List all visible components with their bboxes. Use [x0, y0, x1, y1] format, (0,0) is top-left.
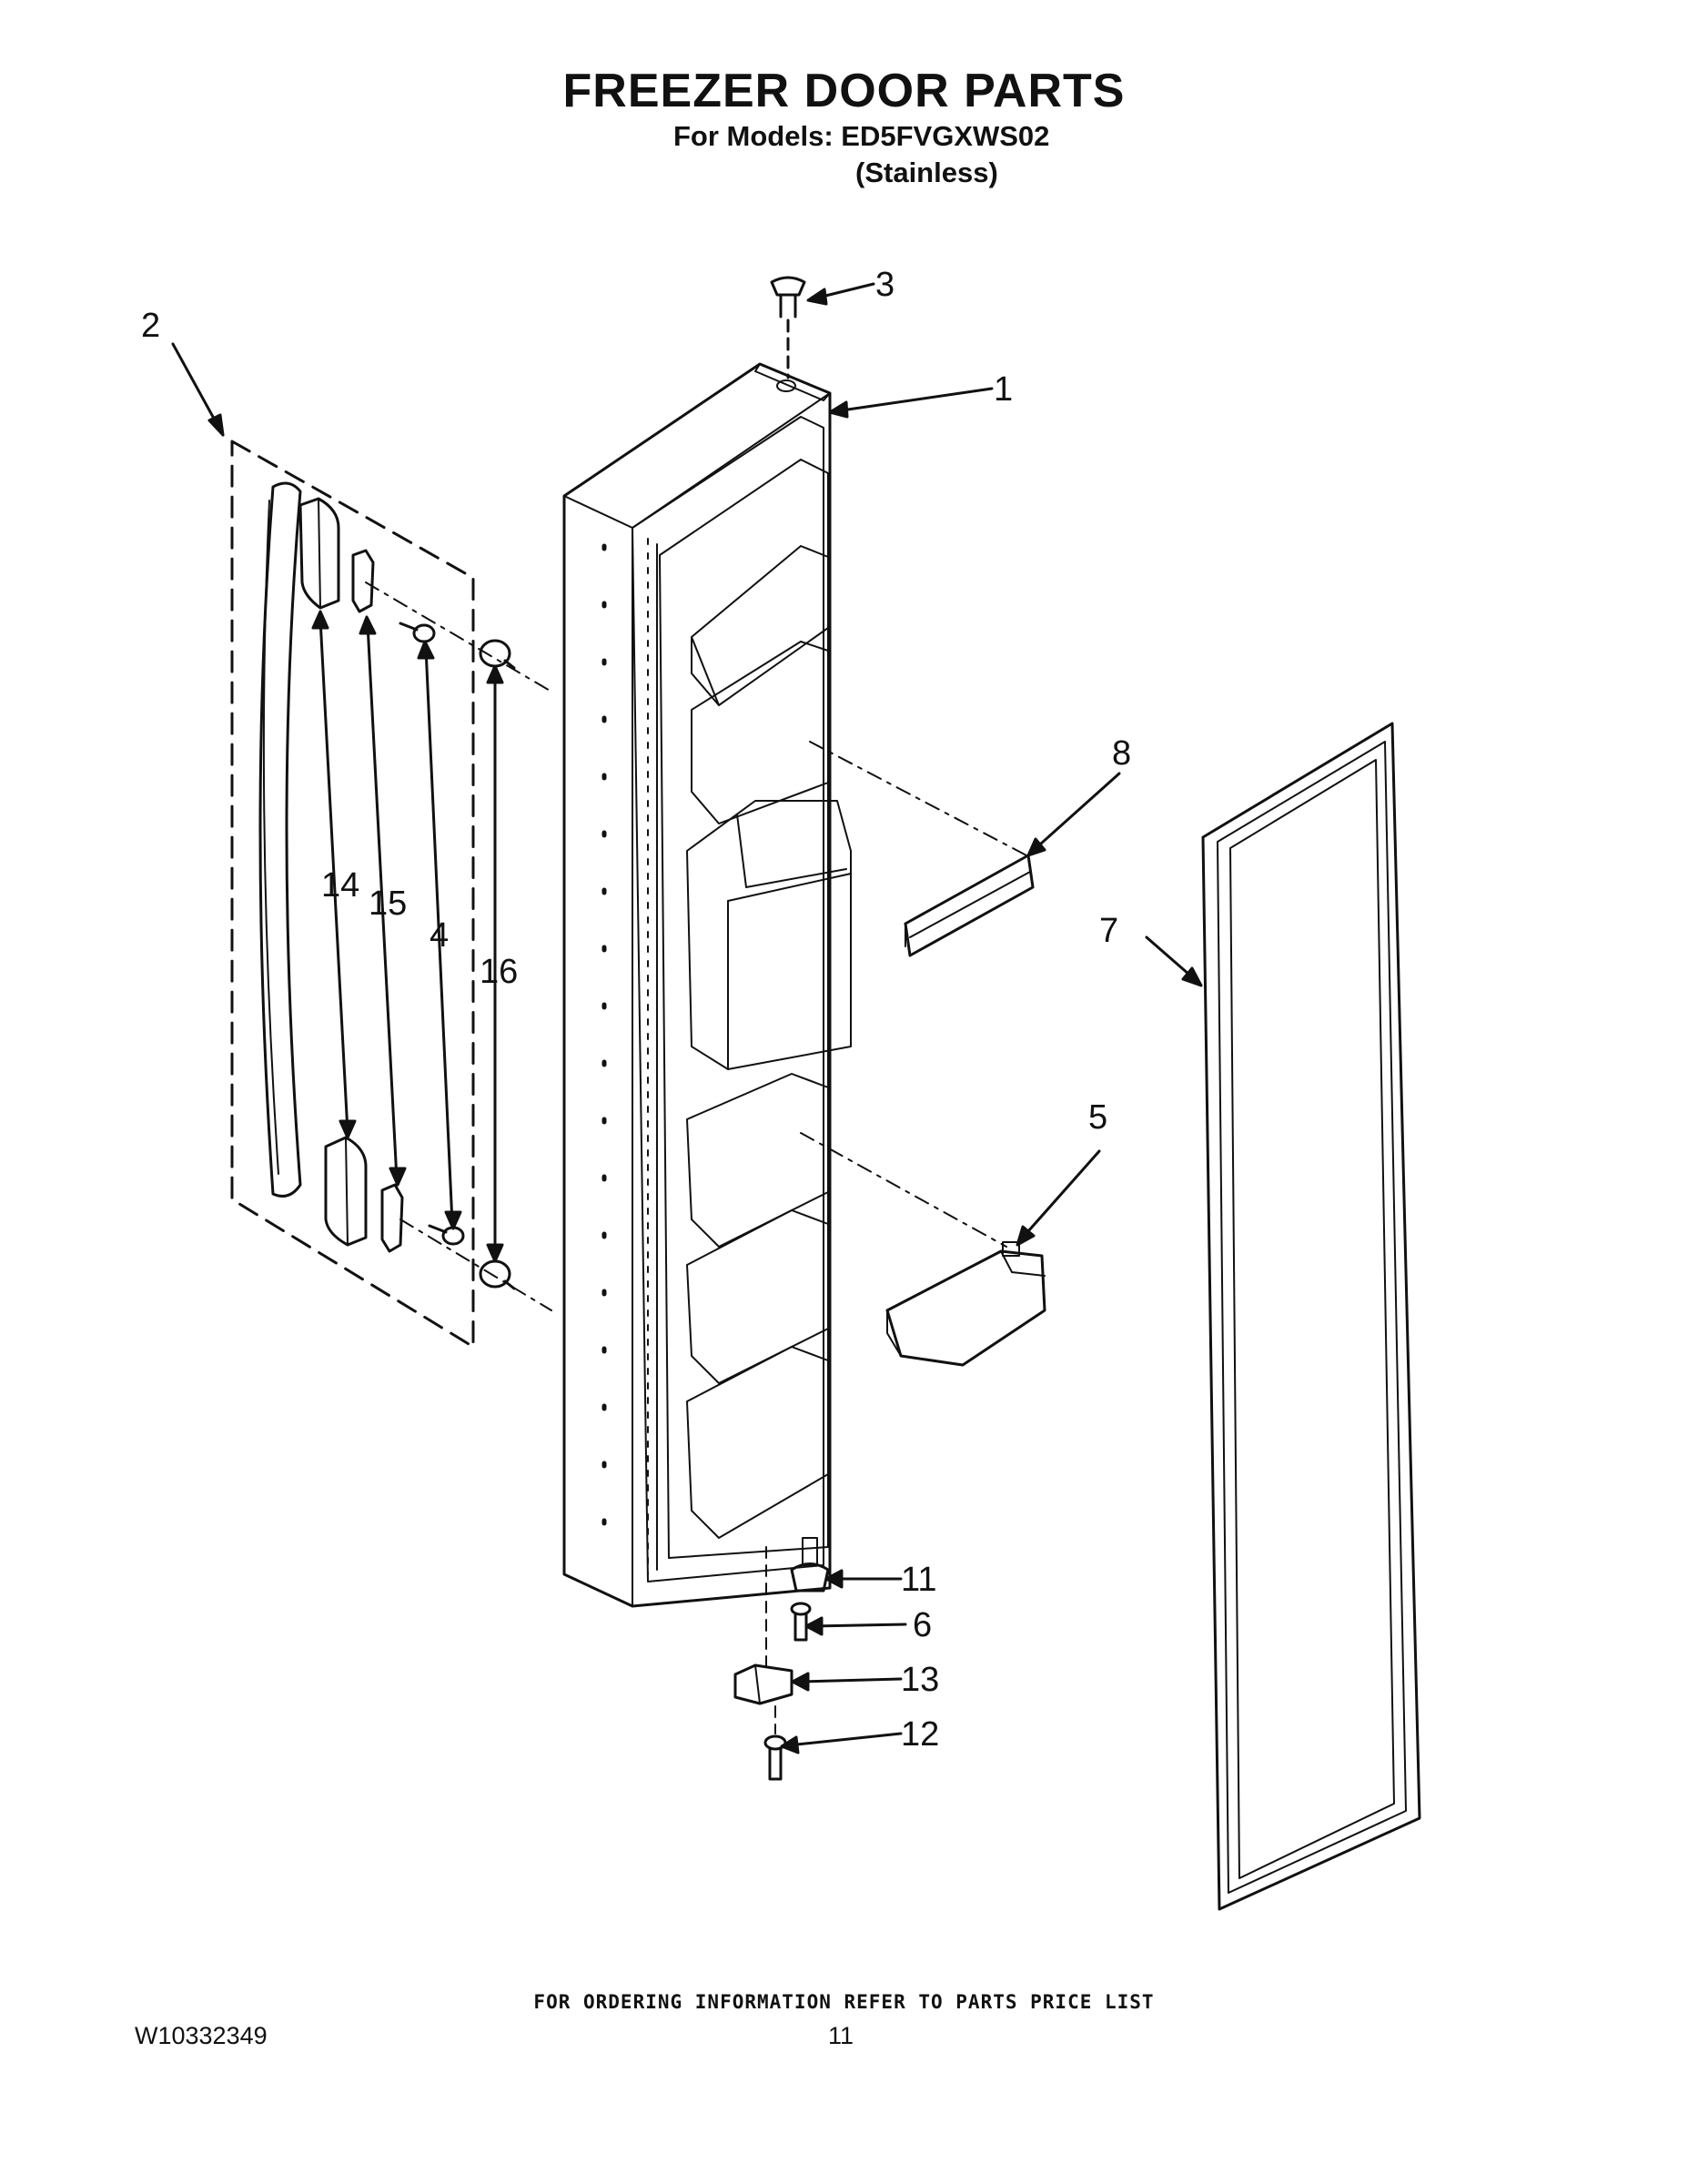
models-line: For Models: ED5FVGXWS02 — [673, 120, 1050, 152]
upper-mounting-stud — [479, 639, 516, 670]
door-shelf-2 — [691, 641, 829, 824]
hinge-bracket-screw — [763, 1734, 787, 1781]
callout-14: 14 — [321, 866, 359, 905]
door-shelf-3 — [686, 1073, 829, 1248]
freezer-door — [562, 362, 852, 1608]
dispenser-housing — [686, 800, 852, 1070]
door-shelf-4 — [686, 1209, 829, 1384]
door-bin — [800, 1132, 1046, 1367]
page-number: 11 — [828, 2022, 854, 2049]
callout-13: 13 — [901, 1661, 939, 1699]
leader-lines — [171, 282, 1203, 1754]
lower-end-cap — [324, 1136, 368, 1247]
page-header: FREEZER DOOR PARTS For Models: ED5FVGXWS… — [0, 0, 1688, 188]
ordering-note: FOR ORDERING INFORMATION REFER TO PARTS … — [533, 1991, 1155, 2013]
shelf-trim-rail — [809, 741, 1035, 957]
callout-11: 11 — [901, 1561, 936, 1599]
upper-mounting-clip — [351, 549, 375, 613]
upper-handle-screw — [399, 622, 436, 643]
callout-6: 6 — [913, 1606, 932, 1644]
door-top-cap — [754, 363, 831, 401]
door-inner-liner — [659, 459, 829, 1559]
upper-end-cap — [298, 497, 340, 610]
finish-label: (Stainless) — [855, 157, 998, 188]
callout-15: 15 — [369, 885, 407, 923]
callout-16: 16 — [480, 953, 518, 991]
callout-8: 8 — [1112, 734, 1131, 773]
callout-1: 1 — [994, 370, 1013, 409]
top-hinge-bushing — [770, 276, 806, 379]
callout-5: 5 — [1088, 1098, 1107, 1137]
door-gasket — [1201, 722, 1421, 1911]
callout-12: 12 — [901, 1715, 939, 1754]
lower-handle-screw — [428, 1224, 465, 1246]
callout-3: 3 — [875, 266, 895, 304]
handle-assembly-group — [230, 440, 552, 1349]
door-shelf-1 — [691, 545, 829, 706]
callout-labels: 2 3 1 8 7 5 14 15 4 16 11 6 13 12 — [141, 266, 1131, 1754]
lower-mounting-clip — [380, 1183, 404, 1253]
page-title: FREEZER DOOR PARTS — [562, 65, 1126, 117]
callout-2: 2 — [141, 307, 160, 345]
hinge-bracket — [733, 1663, 793, 1705]
lower-hinge-screw — [790, 1602, 812, 1642]
callout-7: 7 — [1099, 912, 1118, 950]
document-number: W10332349 — [135, 2022, 268, 2049]
handle-assembly-box — [230, 440, 475, 1349]
callout-4: 4 — [430, 916, 449, 955]
lower-hinge-pin — [790, 1537, 830, 1592]
lower-mounting-stud — [479, 1259, 516, 1290]
door-handle — [258, 481, 302, 1198]
door-shelf-5 — [686, 1346, 829, 1539]
